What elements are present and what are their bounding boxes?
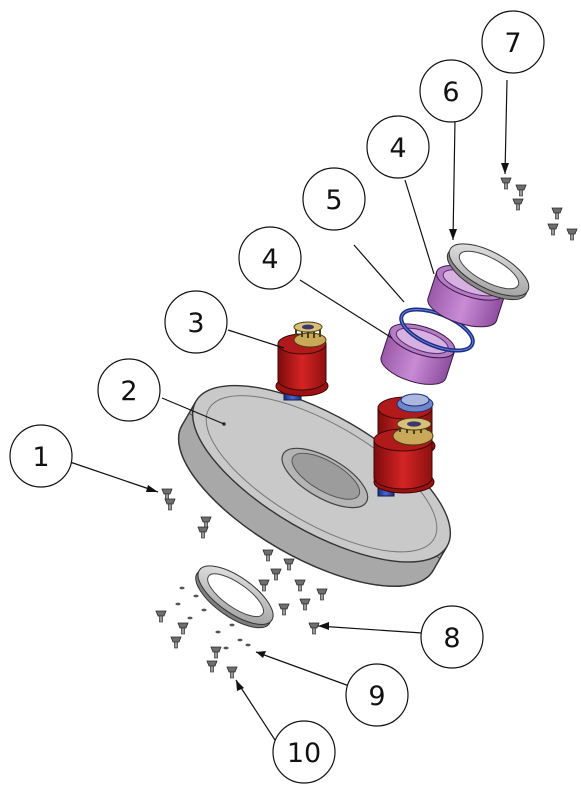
screws-part-1 <box>162 489 211 538</box>
leader-4-upper <box>405 180 434 274</box>
balloon-label: 2 <box>120 376 137 407</box>
leader-10 <box>236 680 275 740</box>
balloon-6: 6 <box>420 60 482 122</box>
balloon-7: 7 <box>482 11 544 73</box>
leader-8 <box>318 626 422 633</box>
balloon-4-lower: 4 <box>239 227 301 289</box>
balloon-1: 1 <box>10 425 72 487</box>
balloon-8: 8 <box>421 606 483 668</box>
balloon-4-upper: 4 <box>367 116 429 178</box>
flange-ring-part-8 <box>187 555 282 638</box>
spacer-part-4-lower <box>377 317 459 391</box>
balloon-label: 7 <box>504 28 521 59</box>
leader-1 <box>70 462 158 492</box>
leader-7 <box>505 80 507 174</box>
balloon-5: 5 <box>303 168 365 230</box>
balloon-label: 5 <box>325 185 342 216</box>
balloon-label: 8 <box>443 623 460 654</box>
balloon-2: 2 <box>98 359 160 421</box>
bolts-part-10 <box>156 611 237 678</box>
leader-6 <box>453 120 455 240</box>
balloon-label: 6 <box>442 77 459 108</box>
balloon-label: 4 <box>261 244 278 275</box>
balloon-label: 1 <box>32 442 49 473</box>
balloon-label: 10 <box>287 738 321 769</box>
balloon-9: 9 <box>346 664 408 726</box>
leader-3 <box>228 330 284 348</box>
screws-part-7 <box>501 178 577 240</box>
leader-9 <box>256 652 352 687</box>
balloon-label: 4 <box>389 133 406 164</box>
balloon-label: 3 <box>187 308 204 339</box>
gearbox-part-3 <box>276 322 328 400</box>
balloon-label: 9 <box>368 681 385 712</box>
balloon-10: 10 <box>273 721 335 783</box>
leader-5 <box>354 245 404 302</box>
balloon-3: 3 <box>165 291 227 353</box>
